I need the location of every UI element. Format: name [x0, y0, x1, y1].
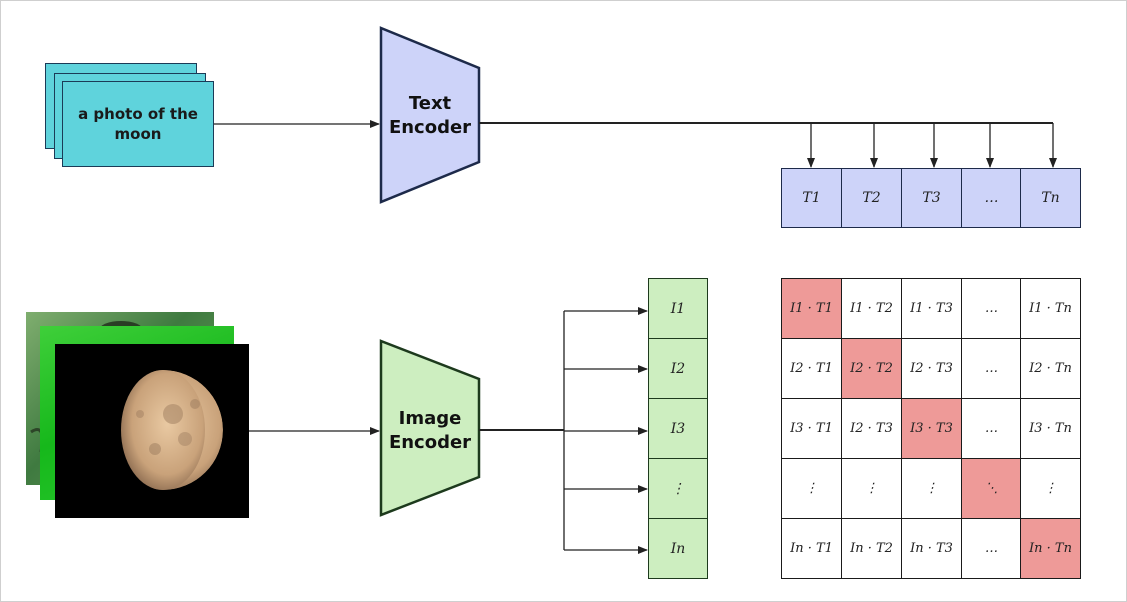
image-encoder-label-line1: Image: [398, 408, 462, 429]
text-embedding-cell: …: [961, 168, 1022, 228]
matrix-diagonal-cell: ⋱: [961, 458, 1022, 519]
matrix-cell: I2 · T3: [841, 398, 902, 459]
text-encoder-label: Text Encoder: [375, 92, 485, 140]
moon-photo: [55, 344, 249, 518]
matrix-cell: In · T2: [841, 518, 902, 579]
matrix-cell: I3 · T1: [781, 398, 842, 459]
matrix-cell: I2 · T1: [781, 338, 842, 399]
text-embedding-cell: Tn: [1020, 168, 1081, 228]
matrix-cell: In · T1: [781, 518, 842, 579]
matrix-cell: ⋮: [901, 458, 962, 519]
image-embedding-cell: I1: [648, 278, 708, 339]
image-embedding-cell: In: [648, 518, 708, 579]
matrix-cell: …: [961, 518, 1022, 579]
image-embedding-cell: I3: [648, 398, 708, 459]
matrix-cell: I2 · T3: [901, 338, 962, 399]
matrix-cell: ⋮: [1020, 458, 1081, 519]
image-encoder-shape: [379, 339, 481, 517]
moon-icon: [121, 370, 223, 490]
image-encoder-label-line2: Encoder: [388, 432, 472, 453]
matrix-cell: I1 · T2: [841, 278, 902, 339]
text-encoder-label-line1: Text: [408, 93, 452, 114]
matrix-cell: …: [961, 398, 1022, 459]
text-encoder-label-line2: Encoder: [388, 117, 472, 138]
matrix-cell: I3 · Tn: [1020, 398, 1081, 459]
matrix-cell: I1 · T3: [901, 278, 962, 339]
image-embedding-cell: ⋮: [648, 458, 708, 519]
image-embedding-cell: I2: [648, 338, 708, 399]
matrix-diagonal-cell: I2 · T2: [841, 338, 902, 399]
matrix-cell: …: [961, 338, 1022, 399]
matrix-diagonal-cell: I3 · T3: [901, 398, 962, 459]
matrix-cell: I2 · Tn: [1020, 338, 1081, 399]
matrix-cell: …: [961, 278, 1022, 339]
text-card-front: a photo of the moon: [62, 81, 214, 167]
matrix-diagonal-cell: In · Tn: [1020, 518, 1081, 579]
text-embedding-cell: T2: [841, 168, 902, 228]
matrix-cell: ⋮: [781, 458, 842, 519]
matrix-diagonal-cell: I1 · T1: [781, 278, 842, 339]
text-embedding-cell: T1: [781, 168, 842, 228]
text-encoder-shape: [379, 26, 481, 204]
text-embedding-cell: T3: [901, 168, 962, 228]
matrix-cell: In · T3: [901, 518, 962, 579]
text-input-label: a photo of the moon: [78, 105, 198, 143]
image-encoder-label: Image Encoder: [375, 407, 485, 455]
matrix-cell: I1 · Tn: [1020, 278, 1081, 339]
matrix-cell: ⋮: [841, 458, 902, 519]
